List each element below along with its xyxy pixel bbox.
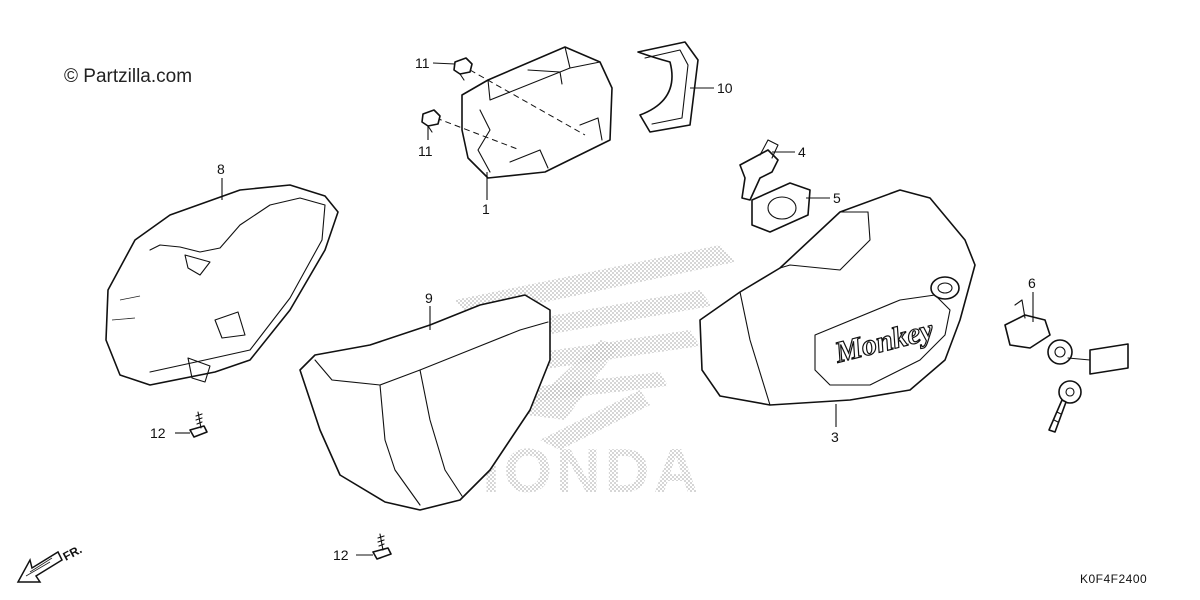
part-12-screw-left (189, 411, 208, 438)
part-11-bolt-upper (453, 57, 473, 81)
callout-12-left: 12 (150, 425, 166, 441)
callout-12-center: 12 (333, 547, 349, 563)
callout-8: 8 (217, 161, 225, 177)
callout-1: 1 (482, 201, 490, 217)
part-1-cover-frame (435, 46, 613, 179)
part-3-right-side-cover: Monkey (699, 189, 976, 406)
part-8-left-side-cover (105, 184, 339, 386)
callout-11-upper: 11 (415, 55, 430, 71)
part-11-bolt-lower (421, 109, 441, 133)
part-5-cushion (751, 182, 811, 233)
watermark-text: © Partzilla.com (64, 66, 192, 87)
callout-6: 6 (1028, 275, 1036, 291)
callout-9: 9 (425, 290, 433, 306)
callout-3: 3 (831, 429, 839, 445)
part-6-key-lock (1004, 299, 1129, 433)
callout-5: 5 (833, 190, 841, 206)
part-9-center-cover (299, 294, 551, 511)
callout-10: 10 (717, 80, 733, 96)
callout-11-lower: 11 (418, 143, 433, 159)
front-direction-arrow-icon (16, 550, 63, 583)
diagram-code: K0F4F2400 (1080, 572, 1147, 586)
part-12-screw-center (372, 533, 392, 560)
leader-lines (175, 62, 1034, 556)
part-10-rubber-seal (637, 41, 699, 133)
front-direction-label: FR. (61, 542, 85, 563)
callout-4: 4 (798, 144, 806, 160)
